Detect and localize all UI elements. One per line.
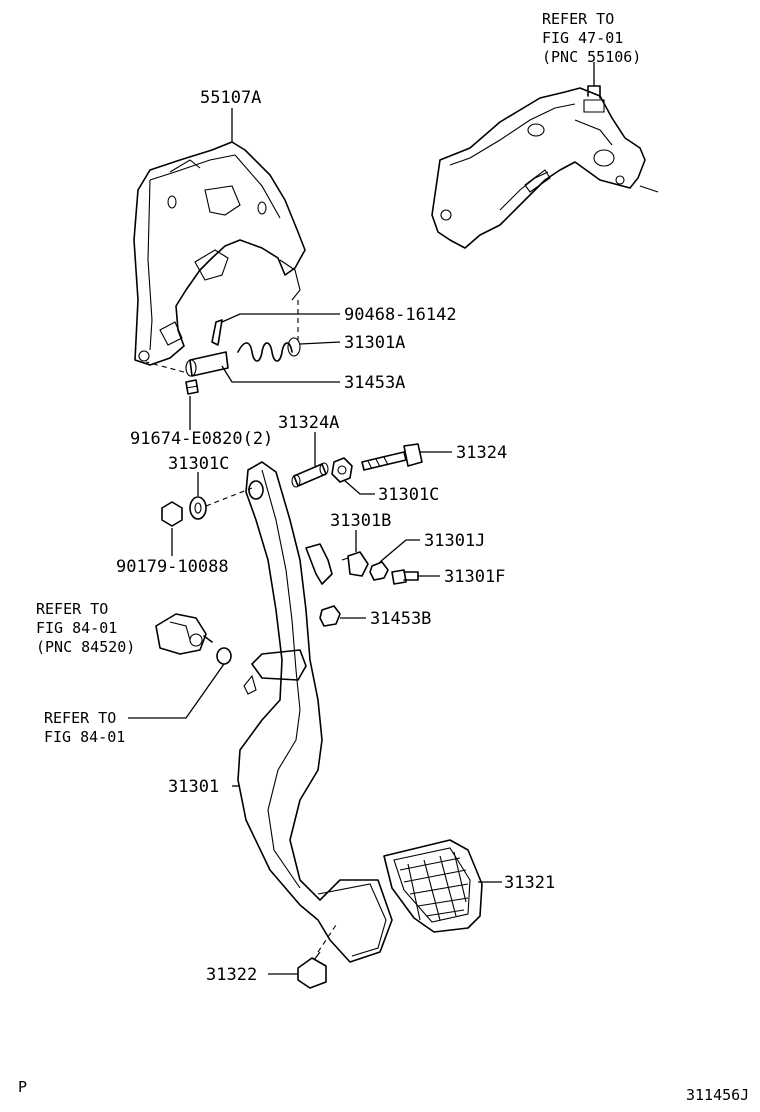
nut-right-drawing xyxy=(331,457,353,483)
stopper-bolt-drawing xyxy=(391,569,419,585)
label-31324: 31324 xyxy=(456,443,507,463)
switch-nut-drawing xyxy=(216,647,232,665)
brake-support-bracket-drawing xyxy=(431,85,659,249)
ref-note-fig-47-01[interactable]: REFER TO FIG 47-01 (PNC 55106) xyxy=(542,10,641,66)
ref-line: REFER TO xyxy=(44,709,116,727)
label-31301c-right: 31301C xyxy=(378,485,439,505)
label-31453b: 31453B xyxy=(370,609,431,629)
pedal-pad-drawing xyxy=(383,839,483,933)
leader-line-ref-84-nut xyxy=(128,663,225,719)
label-31322: 31322 xyxy=(206,965,257,985)
leader-line-31453a xyxy=(221,365,340,383)
stop-cushion-drawing xyxy=(341,551,369,577)
pedal-bracket-drawing xyxy=(133,141,306,366)
label-31301a: 31301A xyxy=(344,333,405,353)
label-90468-16142: 90468-16142 xyxy=(344,305,457,325)
ref-line: REFER TO xyxy=(36,600,108,618)
ref-line: FIG 47-01 xyxy=(542,29,623,47)
return-spring-drawing xyxy=(237,337,301,362)
ref-line: FIG 84-01 xyxy=(44,728,125,746)
pivot-pin-drawing xyxy=(185,351,229,377)
label-31453a: 31453A xyxy=(344,373,405,393)
brake-pedal-arm-drawing xyxy=(237,461,393,963)
footer-figure-code: 311456J xyxy=(686,1086,749,1104)
hidden-line-pivot xyxy=(205,487,253,507)
stopper-nut-drawing xyxy=(369,561,389,581)
pedal-bolt-drawing xyxy=(361,443,423,471)
leader-line-90468 xyxy=(221,313,340,323)
label-91674-e0820: 91674-E0820(2) xyxy=(130,429,273,449)
footer-left-code: P xyxy=(18,1078,27,1096)
label-31321: 31321 xyxy=(504,873,555,893)
washer-drawing xyxy=(189,496,207,520)
ref-line: (PNC 55106) xyxy=(542,48,641,66)
hidden-line-bolt xyxy=(145,361,185,373)
pad-screw-drawing xyxy=(297,951,327,989)
label-90179-10088: 90179-10088 xyxy=(116,557,229,577)
ref-line: REFER TO xyxy=(542,10,614,28)
label-31301c-left: 31301C xyxy=(168,454,229,474)
leader-line-31301j xyxy=(379,539,420,563)
bushing-drawing xyxy=(319,605,341,627)
collar-drawing xyxy=(291,462,329,488)
label-31324a: 31324A xyxy=(278,413,339,433)
ref-line: FIG 84-01 xyxy=(36,619,117,637)
nut-left-drawing xyxy=(161,501,183,527)
ref-line: (PNC 84520) xyxy=(36,638,135,656)
ref-note-fig-84-01-nut[interactable]: REFER TO FIG 84-01 xyxy=(44,709,125,746)
leader-line-31301c-right xyxy=(343,479,375,495)
leader-line-31301a xyxy=(299,341,341,345)
label-55107a: 55107A xyxy=(200,88,261,108)
ref-note-fig-84-01-switch[interactable]: REFER TO FIG 84-01 (PNC 84520) xyxy=(36,600,135,656)
hidden-line-pad-screw xyxy=(317,921,339,953)
label-31301j: 31301J xyxy=(424,531,485,551)
clip-drawing xyxy=(211,319,223,346)
label-31301b: 31301B xyxy=(330,511,391,531)
stop-lamp-switch-drawing xyxy=(155,613,213,655)
label-31301f: 31301F xyxy=(444,567,505,587)
label-31301: 31301 xyxy=(168,777,219,797)
small-bolt-drawing xyxy=(185,379,199,395)
